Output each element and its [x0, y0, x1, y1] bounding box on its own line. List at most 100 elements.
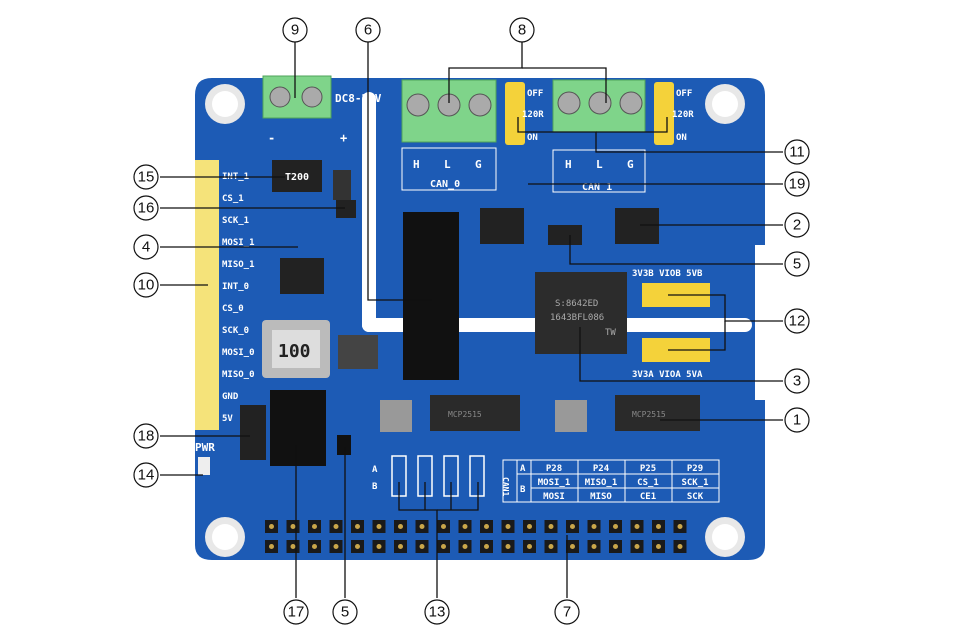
gpio-pin-pad	[591, 524, 597, 529]
jumper-120r-label: 120R	[672, 110, 694, 120]
gpio-pin-pad	[355, 544, 360, 549]
svg-text:P29: P29	[687, 464, 703, 474]
gpio-header-40pin	[265, 520, 687, 553]
power-input-label: DC8-26V	[335, 92, 382, 105]
plus-label: +	[340, 131, 347, 145]
mounting-holes	[205, 84, 745, 557]
svg-text:GND: GND	[222, 392, 239, 402]
crystal	[380, 400, 412, 432]
callout-7: 7	[554, 599, 580, 625]
select-a-label: A	[372, 465, 378, 475]
gpio-pin-pad	[355, 524, 360, 529]
table-row-title: CAN1	[501, 477, 510, 496]
gpio-pin-pad	[570, 544, 575, 549]
callouts: 9 6 8 15 16 4 10 18 14 11 19 2 5 12 3 1 …	[133, 17, 810, 625]
callout-15: 15	[133, 164, 159, 190]
svg-text:INT_0: INT_0	[222, 282, 249, 292]
isolator-chip-text: TW	[605, 328, 616, 338]
regulator-chip	[280, 258, 324, 294]
vio-b-label: 3V3B VIOB 5VB	[632, 269, 703, 279]
minus-label: -	[268, 131, 275, 145]
callout-17: 17	[283, 599, 309, 625]
gpio-pin-pad	[656, 524, 661, 529]
callout-2: 2	[784, 212, 810, 238]
fuse	[272, 160, 322, 192]
svg-text:P24: P24	[593, 464, 610, 474]
gpio-pin-pad	[656, 544, 661, 549]
jumper-off-label: OFF	[676, 89, 692, 99]
termination-jumper-can1[interactable]	[654, 82, 674, 145]
gpio-pin-pad	[484, 544, 489, 549]
gpio-pin-pad	[269, 524, 274, 529]
crystal	[555, 400, 587, 432]
gpio-pin-pad	[613, 544, 618, 549]
svg-text:13: 13	[429, 604, 446, 621]
svg-text:MISO: MISO	[590, 492, 612, 502]
termination-jumper-can0[interactable]	[505, 82, 525, 145]
svg-text:SCK_1: SCK_1	[681, 478, 708, 488]
gpio-pin-pad	[376, 524, 382, 529]
jumper-on-label: ON	[527, 133, 538, 143]
can-chip-label: MCP2515	[448, 410, 482, 419]
can1-pin-h: H	[565, 158, 572, 171]
callout-10: 10	[133, 272, 159, 298]
gpio-pin-pad	[312, 524, 317, 529]
svg-text:MISO_1: MISO_1	[222, 260, 255, 270]
jumper-120r-label: 120R	[522, 110, 544, 120]
board-slot	[362, 92, 376, 332]
gpio-pin-pad	[548, 524, 554, 529]
can-controller-0	[430, 395, 520, 431]
callout-11: 11	[784, 139, 810, 165]
gpio-pin-pad	[419, 544, 425, 549]
jumper-on-label: ON	[676, 133, 687, 143]
svg-text:15: 15	[138, 169, 155, 186]
svg-text:5: 5	[793, 256, 801, 273]
dcdc-converter	[270, 390, 326, 466]
vio-a-label: 3V3A VIOA 5VA	[632, 370, 703, 380]
gpio-pin-pad	[376, 544, 382, 549]
svg-text:8: 8	[518, 22, 526, 39]
svg-text:MOSI_0: MOSI_0	[222, 348, 255, 358]
svg-text:2: 2	[793, 217, 801, 234]
schottky-diode	[240, 405, 266, 460]
svg-text:12: 12	[789, 313, 806, 330]
svg-text:MISO_0: MISO_0	[222, 370, 255, 380]
svg-text:11: 11	[789, 144, 805, 161]
svg-text:MOSI_1: MOSI_1	[538, 478, 571, 488]
can-transceiver-1	[615, 208, 659, 244]
svg-text:6: 6	[364, 22, 372, 39]
gpio-pin-pad	[290, 544, 296, 549]
capacitor	[338, 335, 378, 369]
svg-text:3: 3	[793, 373, 801, 390]
svg-text:4: 4	[142, 239, 150, 256]
svg-text:CS_0: CS_0	[222, 304, 244, 314]
callout-12: 12	[784, 308, 810, 334]
svg-text:10: 10	[138, 277, 155, 294]
gpio-pin-pad	[462, 524, 468, 529]
pwr-label: PWR	[195, 441, 215, 454]
svg-text:MISO_1: MISO_1	[585, 478, 618, 488]
gpio-pin-pad	[548, 544, 554, 549]
gpio-pin-pad	[505, 544, 511, 549]
can0-pin-g: G	[475, 158, 482, 171]
svg-text:CE1: CE1	[640, 492, 656, 502]
svg-text:14: 14	[138, 467, 155, 484]
ldo-3v3	[548, 225, 582, 245]
callout-4: 4	[133, 234, 159, 260]
table-cells: P28 P24 P25 P29 MOSI_1 MISO_1 CS_1 SCK_1…	[538, 464, 709, 502]
can1-pin-g: G	[627, 158, 634, 171]
isolated-power-module	[403, 212, 459, 380]
callout-1: 1	[784, 407, 810, 433]
callout-8: 8	[509, 17, 535, 43]
can-transceiver-0	[480, 208, 524, 244]
svg-text:5V: 5V	[222, 414, 233, 424]
gpio-pin-pad	[505, 524, 511, 529]
isolator-chip-text: 1643BFL086	[550, 313, 604, 323]
gpio-pin-pad	[333, 524, 339, 529]
gpio-pin-pad	[677, 524, 683, 529]
table-row-label-a: A	[520, 464, 526, 474]
svg-text:SCK_1: SCK_1	[222, 216, 249, 226]
can0-pin-l: L	[444, 158, 451, 171]
gpio-pin-pad	[570, 524, 575, 529]
